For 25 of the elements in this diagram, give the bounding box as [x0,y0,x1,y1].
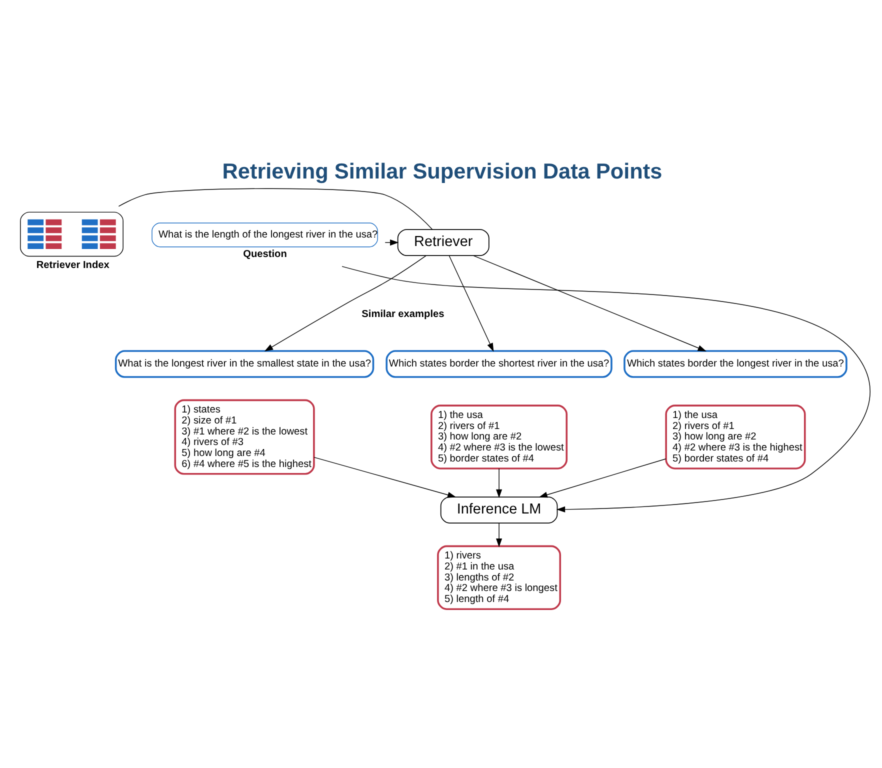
arrow [314,456,456,498]
node-label: Question [243,249,287,260]
node-box: 1) the usa 2) rivers of #1 3) how long are #2 4) #2 where #3 is the lowest 5) border states of #4 [430,404,568,470]
node-box: 1) the usa 2) rivers of #1 3) how long are #2 4) #2 where #3 is the highest 5) border states of #4 [665,404,806,470]
label: Similar examples [362,308,444,320]
arrow [473,255,706,352]
node-box: Retriever [397,229,490,256]
connector [118,188,433,230]
arrow [384,240,399,246]
arrow [496,522,502,548]
node-box: Which states border the longest river in the usa? [624,350,848,378]
arrow [496,468,502,498]
node-box: 1) rivers 2) #1 in the usa 3) lengths of #2 4) #2 where #3 is longest 5) length of #4 [437,545,562,610]
node-box: Which states border the shortest river in the usa? [386,350,612,378]
node-box: Inference LM [440,496,558,524]
diagram-title: Retrieving Similar Supervision Data Points [222,158,662,184]
arrow [342,266,870,512]
node-box: 1) states 2) size of #1 3) #1 where #2 is the lowest 4) rivers of #3 5) how long are #4 6) #4 where #5 is the highest [174,399,315,475]
arrow [538,458,666,498]
arrow [264,255,426,352]
node-box: What is the longest river in the smallest state in the usa? [114,350,374,378]
node-box: What is the length of the longest river in the usa? [152,222,378,248]
node-label: Retriever Index [36,260,110,271]
node-box [20,212,124,257]
arrow [448,255,494,352]
